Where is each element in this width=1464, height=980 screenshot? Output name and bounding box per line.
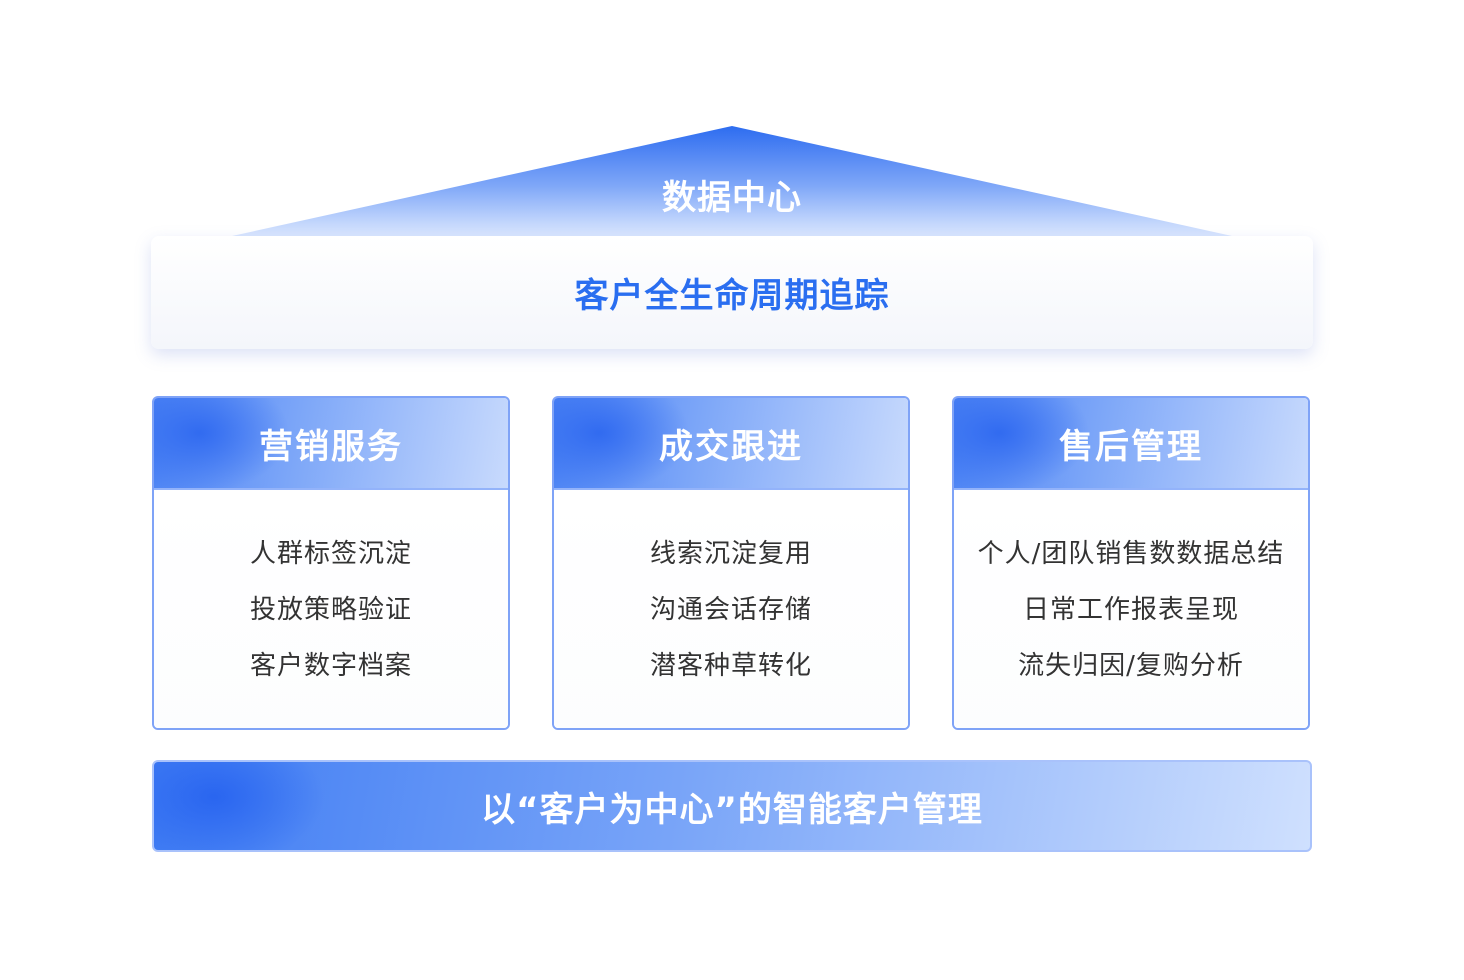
pillar-item: 潜客种草转化 [649, 651, 812, 681]
pillar-marketing: 营销服务 人群标签沉淀 投放策略验证 客户数字档案 [152, 396, 510, 730]
pillar-item: 投放策略验证 [249, 595, 412, 625]
pillar-header: 营销服务 [154, 398, 508, 490]
pillar-item: 日常工作报表呈现 [1022, 595, 1239, 625]
pillar-body: 个人/团队销售数数据总结 日常工作报表呈现 流失归因/复购分析 [954, 490, 1308, 728]
pillar-body: 人群标签沉淀 投放策略验证 客户数字档案 [154, 490, 508, 728]
pillar-header: 成交跟进 [554, 398, 908, 490]
lifecycle-banner: 客户全生命周期追踪 [151, 236, 1313, 349]
pillar-body: 线索沉淀复用 沟通会话存储 潜客种草转化 [554, 490, 908, 728]
pillar-title: 成交跟进 [659, 426, 803, 467]
pillar-item: 人群标签沉淀 [249, 539, 412, 569]
pillar-header: 售后管理 [954, 398, 1308, 490]
pillar-item: 个人/团队销售数数据总结 [977, 539, 1285, 569]
pillar-item: 流失归因/复购分析 [1018, 651, 1244, 681]
pillar-title: 售后管理 [1059, 426, 1203, 467]
pillar-item: 客户数字档案 [249, 651, 412, 681]
pillar-item: 线索沉淀复用 [649, 539, 812, 569]
lifecycle-label: 客户全生命周期追踪 [574, 276, 890, 316]
data-center-roof: 数据中心 [232, 126, 1232, 236]
foundation-label: 以“客户为中心”的智能客户管理 [481, 789, 983, 830]
roof-label: 数据中心 [662, 178, 802, 218]
pillar-item: 沟通会话存储 [649, 595, 812, 625]
roof-triangle [232, 126, 1232, 236]
pillar-title: 营销服务 [259, 426, 403, 467]
pillar-after-sales: 售后管理 个人/团队销售数数据总结 日常工作报表呈现 流失归因/复购分析 [952, 396, 1310, 730]
pillar-deal-followup: 成交跟进 线索沉淀复用 沟通会话存储 潜客种草转化 [552, 396, 910, 730]
foundation-banner: 以“客户为中心”的智能客户管理 [152, 760, 1312, 852]
